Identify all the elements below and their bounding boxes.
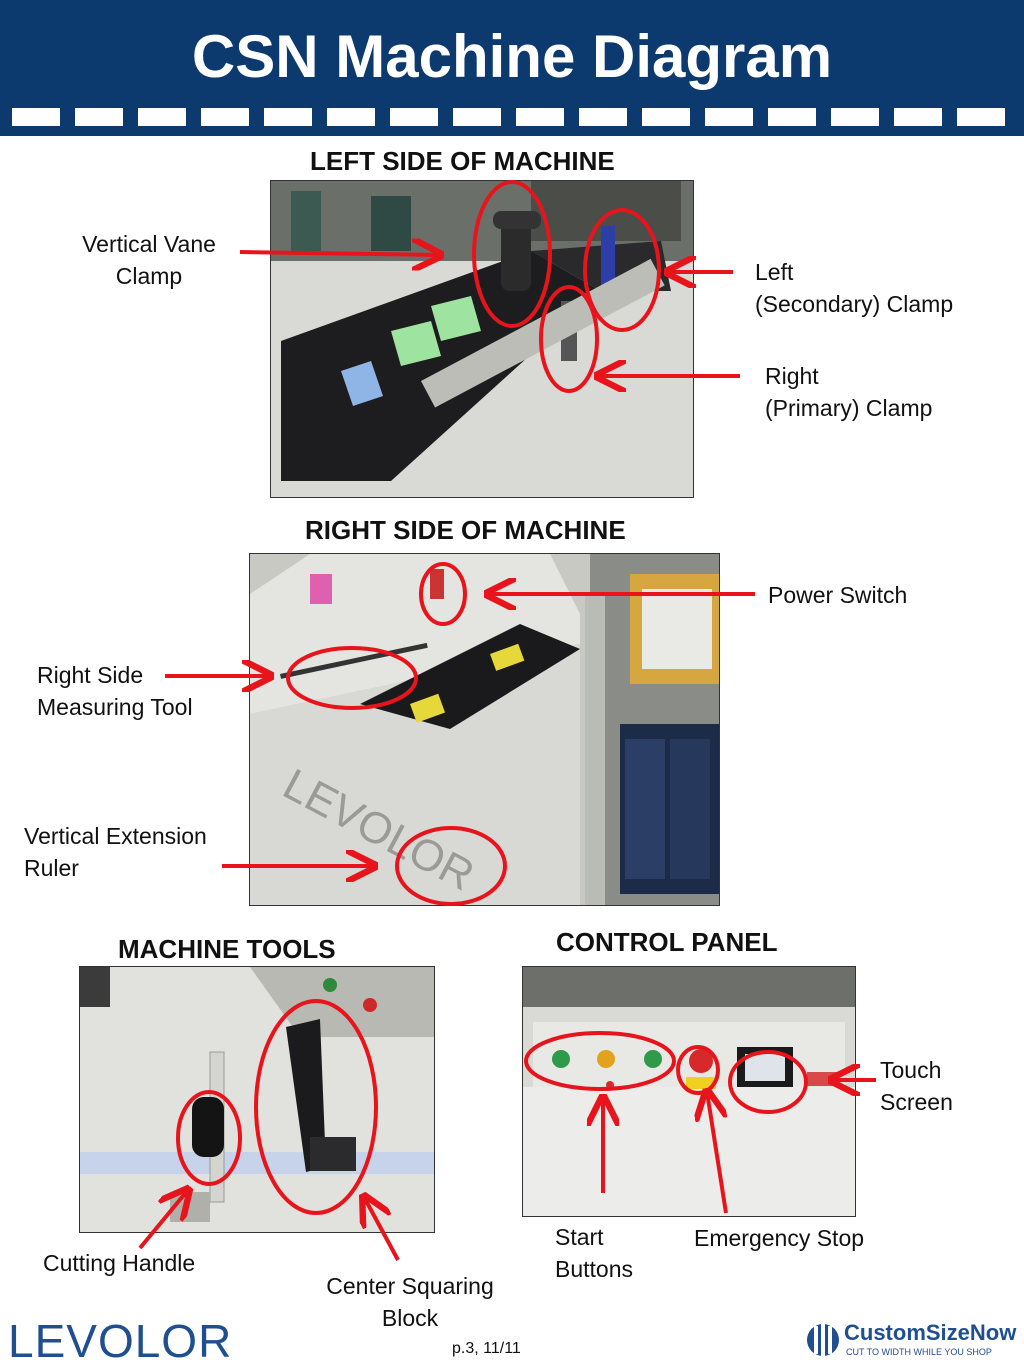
partner-tagline: CUT TO WIDTH WHILE YOU SHOP bbox=[846, 1347, 992, 1357]
partner-logo-text: CustomSizeNow bbox=[844, 1320, 1017, 1345]
section-title-left-side: LEFT SIDE OF MACHINE bbox=[310, 146, 615, 176]
photo-right-side-of-machine: LEVOLOR bbox=[249, 553, 720, 906]
header-dash-strip bbox=[12, 108, 1012, 126]
page-title: CSN Machine Diagram bbox=[191, 23, 833, 90]
section-title-machine-tools: MACHINE TOOLS bbox=[118, 934, 336, 964]
label-right-primary-clamp: Right (Primary) Clamp bbox=[765, 363, 933, 421]
label-vertical-vane-clamp: Vertical Vane Clamp bbox=[82, 231, 216, 289]
page-number: p.3, 11/11 bbox=[452, 1340, 521, 1357]
label-center-squaring-block: Center Squaring Block bbox=[326, 1273, 494, 1331]
levolor-logo: LEVOLOR bbox=[8, 1315, 233, 1367]
section-title-control-panel: CONTROL PANEL bbox=[556, 927, 778, 957]
label-touch-screen: Touch Screen bbox=[880, 1057, 953, 1115]
label-start-buttons: Start Buttons bbox=[555, 1224, 633, 1282]
ruler-globe-icon bbox=[807, 1324, 839, 1356]
label-emergency-stop: Emergency Stop bbox=[694, 1225, 865, 1251]
label-right-side-measuring-tool: Right Side Measuring Tool bbox=[37, 662, 193, 720]
label-left-secondary-clamp: Left (Secondary) Clamp bbox=[755, 259, 954, 317]
label-cutting-handle: Cutting Handle bbox=[43, 1250, 196, 1276]
section-title-right-side: RIGHT SIDE OF MACHINE bbox=[305, 515, 626, 545]
label-vertical-extension-ruler: Vertical Extension Ruler bbox=[24, 823, 207, 881]
customsizenow-logo: CustomSizeNow CUT TO WIDTH WHILE YOU SHO… bbox=[806, 1320, 1020, 1362]
label-power-switch: Power Switch bbox=[768, 582, 908, 608]
header-banner: CSN Machine Diagram bbox=[0, 0, 1024, 136]
photo-control-panel bbox=[522, 966, 856, 1217]
photo-left-side-of-machine bbox=[270, 180, 694, 498]
photo-machine-tools bbox=[79, 966, 435, 1233]
